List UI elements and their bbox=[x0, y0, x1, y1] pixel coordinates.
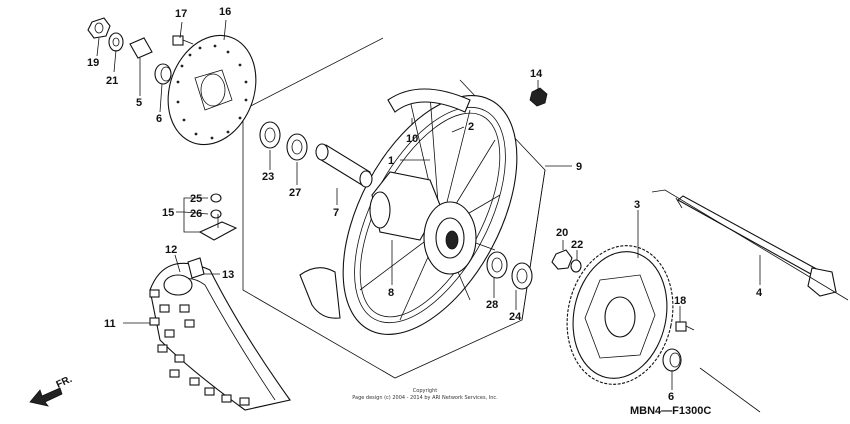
direction-label: FR. bbox=[55, 374, 74, 391]
leader-lines bbox=[96, 19, 761, 390]
nut-19 bbox=[87, 17, 111, 39]
callout-22: 22 bbox=[571, 239, 583, 251]
rim-lock bbox=[198, 214, 238, 241]
callout-9: 9 bbox=[576, 161, 582, 173]
callout-25: 25 bbox=[190, 193, 202, 205]
front-direction-arrow-icon bbox=[29, 387, 63, 407]
copyright-line-2: Page design (c) 2004 - 2014 by ARI Netwo… bbox=[352, 395, 498, 401]
callout-17: 17 bbox=[175, 8, 187, 20]
plate-5 bbox=[129, 37, 153, 59]
callout-11: 11 bbox=[104, 318, 116, 330]
callout-18: 18 bbox=[674, 295, 686, 307]
callout-12: 12 bbox=[165, 244, 177, 256]
diagram-code: MBN4—F1300C bbox=[630, 405, 711, 417]
callout-23: 23 bbox=[262, 171, 274, 183]
callout-4: 4 bbox=[756, 287, 763, 299]
callout-27: 27 bbox=[289, 187, 301, 199]
callout-26: 26 bbox=[190, 208, 202, 220]
brake-disc bbox=[167, 34, 257, 146]
callout-13: 13 bbox=[222, 269, 234, 281]
sprocket-axle-frame bbox=[651, 189, 849, 413]
nut-14 bbox=[529, 87, 548, 107]
callout-15: 15 bbox=[162, 207, 174, 219]
callout-8: 8 bbox=[388, 287, 394, 299]
collar-6-bottom bbox=[662, 348, 682, 372]
axle-collar bbox=[315, 143, 373, 188]
callout-6b: 6 bbox=[668, 391, 674, 403]
callout-labels: 1 2 3 4 5 6 6 7 8 9 10 11 12 13 14 15 16… bbox=[87, 6, 763, 403]
copyright-line-1: Copyright bbox=[413, 388, 437, 394]
callout-10: 10 bbox=[406, 133, 418, 145]
bolt-18 bbox=[675, 321, 695, 332]
callout-14: 14 bbox=[530, 68, 543, 80]
bolt-17 bbox=[172, 35, 194, 46]
bearing-right-24 bbox=[511, 262, 533, 290]
tube bbox=[163, 257, 205, 296]
callout-6a: 6 bbox=[156, 113, 162, 125]
callout-16: 16 bbox=[219, 6, 231, 18]
rim-band-lower bbox=[299, 267, 341, 319]
callout-28: 28 bbox=[486, 299, 498, 311]
valve-cap-25 bbox=[210, 193, 222, 203]
valve-nut-26 bbox=[210, 209, 222, 219]
callout-21: 21 bbox=[106, 75, 118, 87]
rim-band-upper bbox=[387, 88, 471, 113]
bearing-left-27 bbox=[286, 133, 308, 161]
bearing-right-28 bbox=[486, 251, 508, 279]
callout-1: 1 bbox=[388, 155, 394, 167]
washer-21 bbox=[108, 32, 124, 52]
hub bbox=[369, 171, 477, 275]
callout-2: 2 bbox=[468, 121, 474, 133]
washer-22 bbox=[570, 259, 582, 273]
callout-24: 24 bbox=[509, 311, 522, 323]
callout-7: 7 bbox=[333, 207, 339, 219]
bearing-left-23 bbox=[259, 121, 281, 149]
callout-5: 5 bbox=[136, 97, 142, 109]
callout-3: 3 bbox=[634, 199, 640, 211]
nut-20 bbox=[551, 249, 573, 270]
callout-19: 19 bbox=[87, 57, 99, 69]
sprocket bbox=[566, 245, 674, 385]
collar-6-top bbox=[154, 63, 172, 85]
callout-20: 20 bbox=[556, 227, 568, 239]
tire bbox=[149, 262, 291, 411]
